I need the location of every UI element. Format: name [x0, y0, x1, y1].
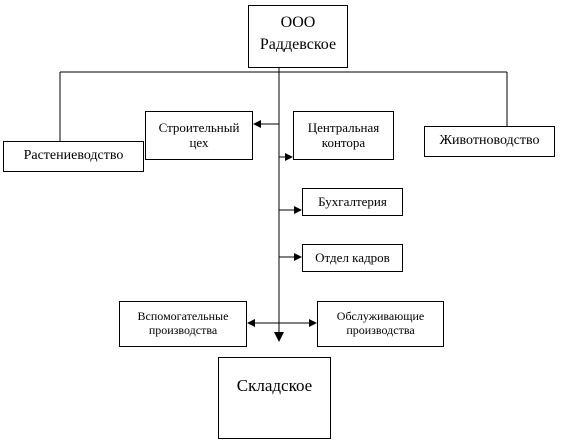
auxiliary-production-box: Вспомогательные производства: [119, 301, 247, 347]
auxiliary-production-label: Вспомогательные производства: [137, 309, 229, 337]
construction-shop-label: Строительный цех: [158, 119, 240, 150]
plant-growing-box: Растениеводство: [3, 141, 144, 172]
hr-arrowhead: [294, 253, 302, 261]
accounting-arrowhead: [294, 206, 302, 214]
storage-label: Складское: [236, 376, 313, 395]
livestock-box: Животноводство: [424, 126, 555, 157]
root-company-label: ООО Раддевское: [259, 14, 337, 53]
livestock-label: Животноводство: [439, 133, 540, 149]
storage-arrowhead: [274, 332, 284, 342]
auxiliary-arrowhead: [247, 319, 255, 327]
hr-department-box: Отдел кадров: [302, 244, 403, 272]
central-office-box: Центральная контора: [293, 111, 394, 160]
service-production-box: Обслуживающие производства: [317, 301, 444, 347]
service-arrowhead: [309, 319, 317, 327]
construction-arrowhead: [253, 120, 261, 128]
accounting-label: Бухгалтерия: [318, 193, 387, 209]
accounting-box: Бухгалтерия: [302, 188, 403, 216]
root-company-box: ООО Раддевское: [248, 5, 348, 68]
plant-growing-label: Растениеводство: [23, 148, 124, 164]
hr-department-label: Отдел кадров: [315, 249, 390, 265]
storage-box: Складское: [218, 357, 331, 439]
office-arrowhead: [285, 153, 293, 161]
construction-shop-box: Строительный цех: [145, 111, 253, 160]
service-production-label: Обслуживающие производства: [336, 309, 425, 337]
central-office-label: Центральная контора: [307, 119, 380, 150]
